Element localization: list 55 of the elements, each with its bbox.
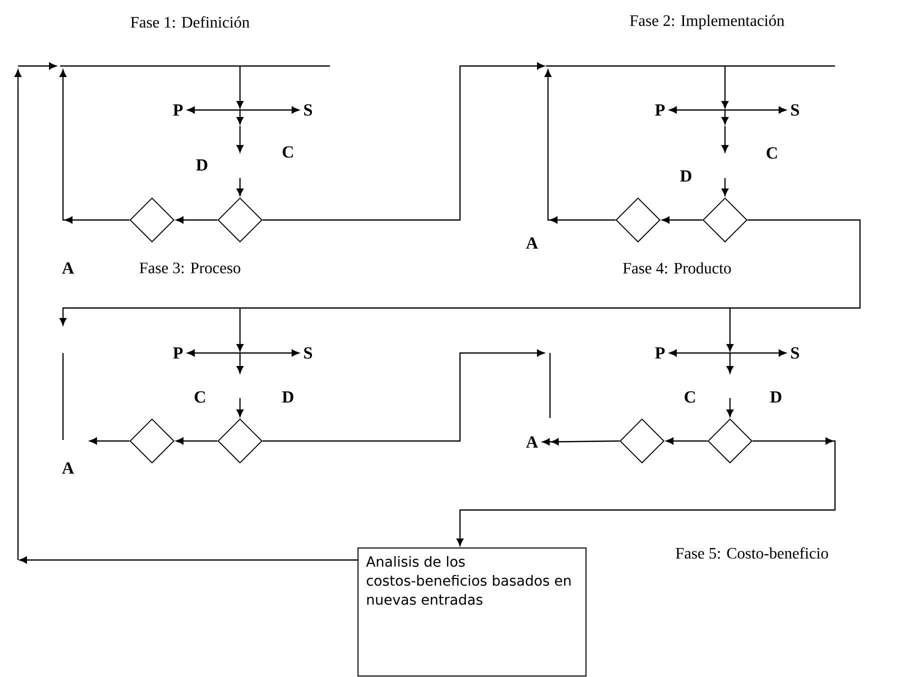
arrow [20, 556, 358, 564]
letter-label: P [655, 347, 665, 359]
phase-label: Fase 1: Definición [130, 16, 250, 28]
letter-label: S [791, 347, 799, 359]
letter-label: D [680, 170, 692, 182]
letter-label: C [194, 391, 205, 403]
decision-diamond [218, 198, 262, 242]
arrow [262, 62, 544, 221]
arrow [544, 70, 616, 224]
arrow [90, 438, 130, 444]
arrow [187, 106, 300, 114]
arrow [669, 350, 786, 356]
phase-label: Fase 2: Implementación [630, 14, 784, 30]
letter-label: P [173, 104, 183, 116]
arrow [456, 438, 836, 546]
letter-label: A [526, 237, 538, 249]
arrow [187, 350, 300, 356]
letter-label: P [173, 347, 183, 359]
letter-label: S [304, 347, 312, 359]
letter-label: A [62, 262, 74, 274]
letter-label: C [766, 147, 777, 159]
phase-label: Fase 5: Costo-beneficio [676, 547, 828, 559]
letter-label: C [282, 146, 293, 158]
arrow [236, 398, 244, 417]
phase-label: Fase 4: Producto [623, 262, 731, 274]
arrow [726, 398, 734, 417]
letter-label: A [62, 462, 74, 474]
arrow [262, 350, 544, 442]
arrow [236, 178, 244, 196]
letter-label: D [282, 391, 294, 403]
letter-label: S [791, 104, 799, 116]
decision-diamond [702, 198, 748, 242]
decision-diamond [218, 418, 262, 464]
letter-label: C [684, 391, 695, 403]
phase-label: Fase 3: Proceso [140, 262, 240, 274]
letter-label: D [196, 159, 208, 171]
arrow [669, 106, 786, 114]
letter-label: A [526, 436, 538, 448]
arrow [60, 70, 130, 224]
decision-diamond [616, 198, 660, 242]
arrow [722, 178, 728, 196]
letter-label: D [770, 391, 782, 403]
letter-label: S [304, 104, 312, 116]
decision-diamond [620, 418, 664, 464]
letter-label: P [655, 104, 665, 116]
decision-diamond [708, 418, 752, 464]
arrow [60, 219, 861, 326]
arrow [176, 438, 218, 444]
process-box: Analisis de los costos-beneficios basados en nuevas entradas [358, 548, 586, 676]
arrow [542, 438, 620, 446]
arrow [662, 216, 702, 224]
arrow [176, 216, 218, 224]
decision-diamond [130, 198, 174, 242]
decision-diamond [130, 418, 174, 464]
arrow [666, 438, 708, 444]
